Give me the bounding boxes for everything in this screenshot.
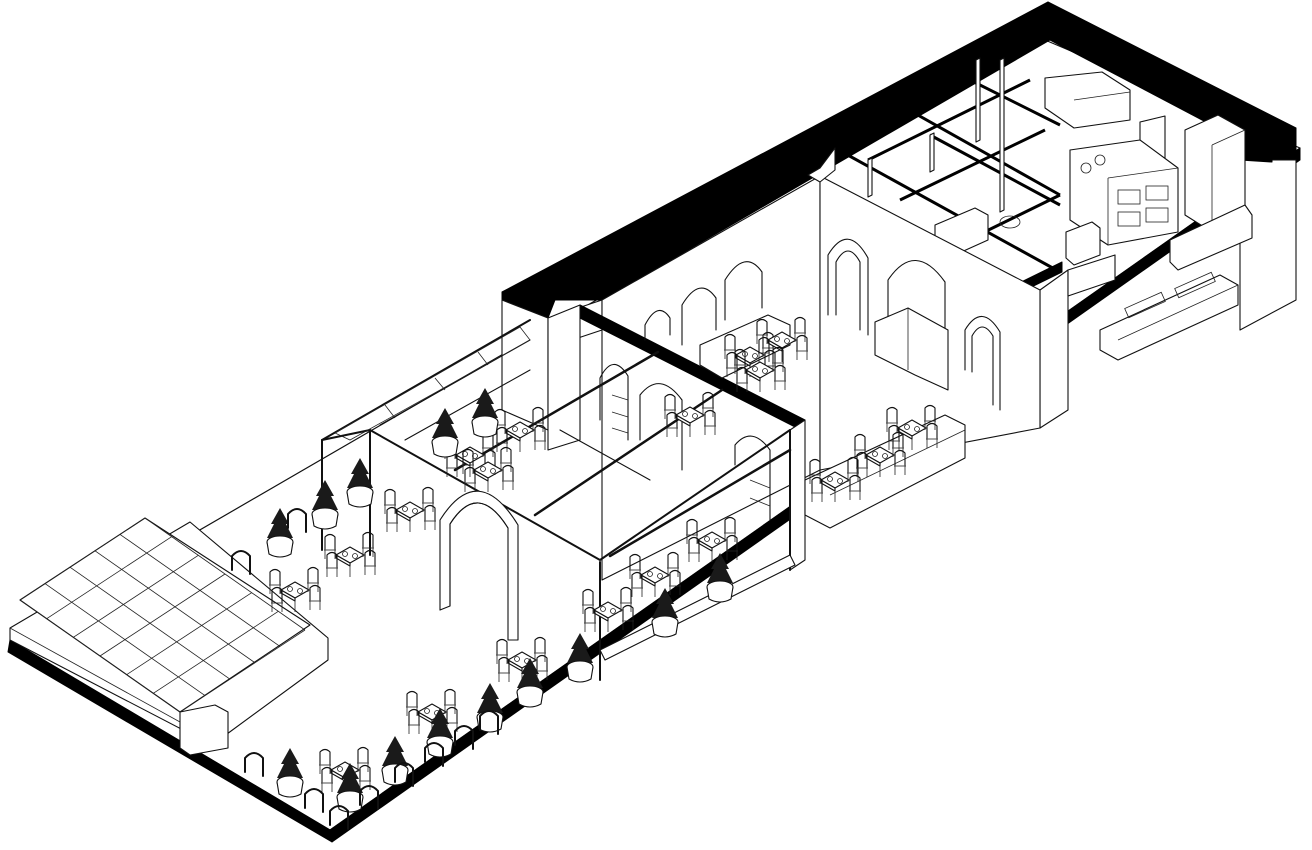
- arch-portal: [439, 490, 519, 641]
- arched-railing: [231, 508, 499, 830]
- chair: [631, 571, 643, 597]
- planter-shrub: [311, 480, 339, 530]
- chair: [736, 366, 748, 392]
- chair: [924, 404, 936, 430]
- chair: [386, 506, 398, 532]
- table-set: [582, 586, 634, 632]
- chair: [888, 424, 900, 450]
- chair: [622, 604, 634, 630]
- chair: [502, 464, 514, 490]
- chair: [774, 364, 786, 390]
- chair: [498, 656, 510, 682]
- restroom-block: [834, 57, 1063, 296]
- kitchen-counter: [1099, 204, 1253, 361]
- indoor-dining: [579, 147, 1041, 581]
- planter-shrub: [516, 658, 544, 708]
- table-set: [809, 456, 861, 502]
- planter-shrub: [276, 748, 304, 798]
- chair: [406, 690, 418, 716]
- chair: [307, 566, 319, 592]
- table-set: [686, 516, 738, 562]
- planter-shrub: [431, 408, 459, 458]
- kitchen-area: [1039, 71, 1297, 429]
- chair: [856, 451, 868, 477]
- chair: [326, 551, 338, 577]
- arched-doorways: [827, 238, 1001, 411]
- kitchen-range: [1069, 139, 1179, 246]
- chair: [532, 406, 544, 432]
- kitchen-oven: [1065, 221, 1101, 266]
- table-set: [324, 531, 376, 577]
- kitchen-prep-table: [1067, 254, 1116, 297]
- chair: [584, 606, 596, 632]
- table-set: [462, 446, 514, 492]
- chair: [534, 424, 546, 450]
- solar-panel-roof: [9, 517, 329, 756]
- arched-niches: [644, 261, 763, 346]
- chair: [309, 584, 321, 610]
- chair: [271, 586, 283, 612]
- planter-shrub: [471, 388, 499, 438]
- planter-shrub: [706, 553, 734, 603]
- chair: [758, 336, 770, 362]
- chair: [849, 474, 861, 500]
- dining-furniture: [269, 316, 938, 792]
- planter-shrub: [566, 633, 594, 683]
- chair: [894, 449, 906, 475]
- chair: [666, 411, 678, 437]
- chair: [321, 766, 333, 792]
- table-set: [886, 404, 938, 450]
- table-set: [734, 346, 786, 392]
- table-set: [384, 486, 436, 532]
- chair: [704, 409, 716, 435]
- chair: [688, 536, 700, 562]
- planter-shrub: [426, 708, 454, 758]
- chair: [811, 476, 823, 502]
- chair: [726, 534, 738, 560]
- chair: [772, 346, 784, 372]
- table-set: [269, 566, 321, 612]
- chair: [424, 504, 436, 530]
- planter-shrub: [266, 508, 294, 558]
- chair: [796, 334, 808, 360]
- planter-shrub: [346, 458, 374, 508]
- chair: [464, 466, 476, 492]
- chair: [408, 708, 420, 734]
- table-set: [756, 316, 808, 362]
- chair: [364, 549, 376, 575]
- planter-shrub: [651, 588, 679, 638]
- chair: [686, 518, 698, 544]
- chair: [809, 458, 821, 484]
- banquette-seating: [804, 414, 966, 529]
- chair: [669, 569, 681, 595]
- planter-shrub: [336, 763, 364, 813]
- table-set: [629, 551, 681, 597]
- table-set: [854, 431, 906, 477]
- chair: [926, 422, 938, 448]
- table-set: [664, 391, 716, 437]
- planters: [266, 388, 734, 813]
